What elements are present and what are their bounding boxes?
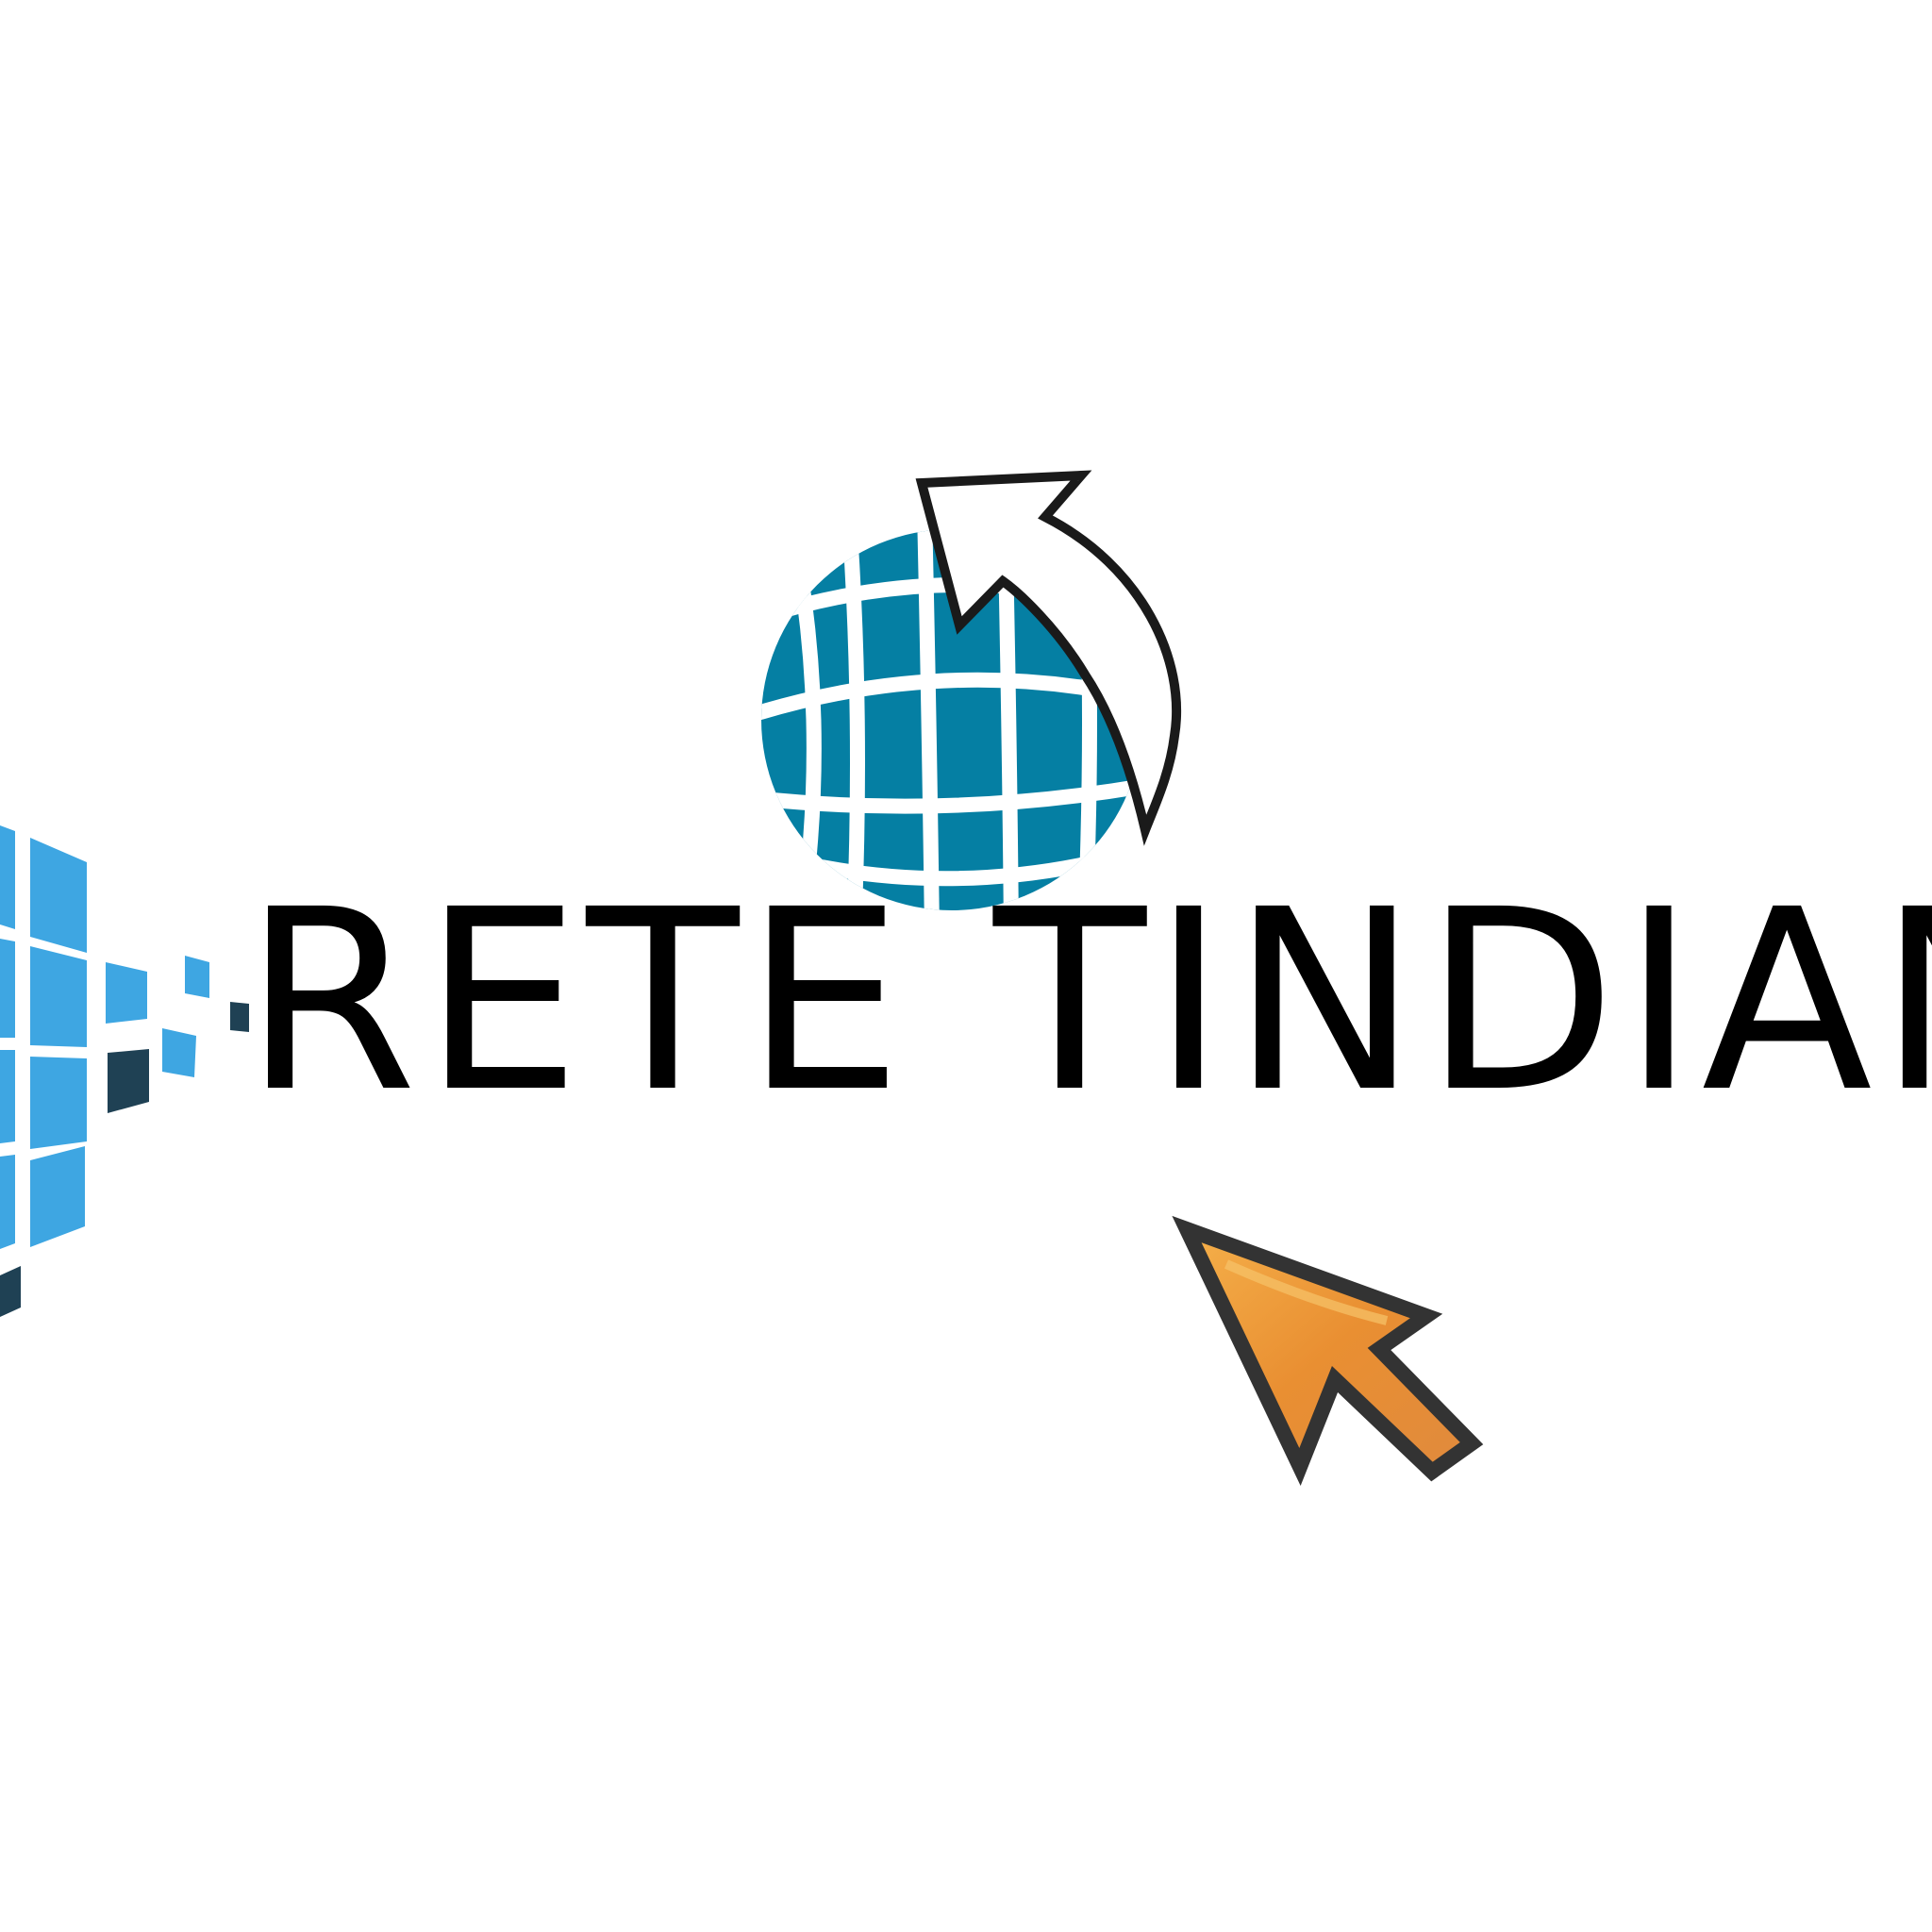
brand-wordmark: RETE TINDIANI	[243, 857, 1932, 1147]
pixel-cube-icon	[0, 825, 249, 1317]
